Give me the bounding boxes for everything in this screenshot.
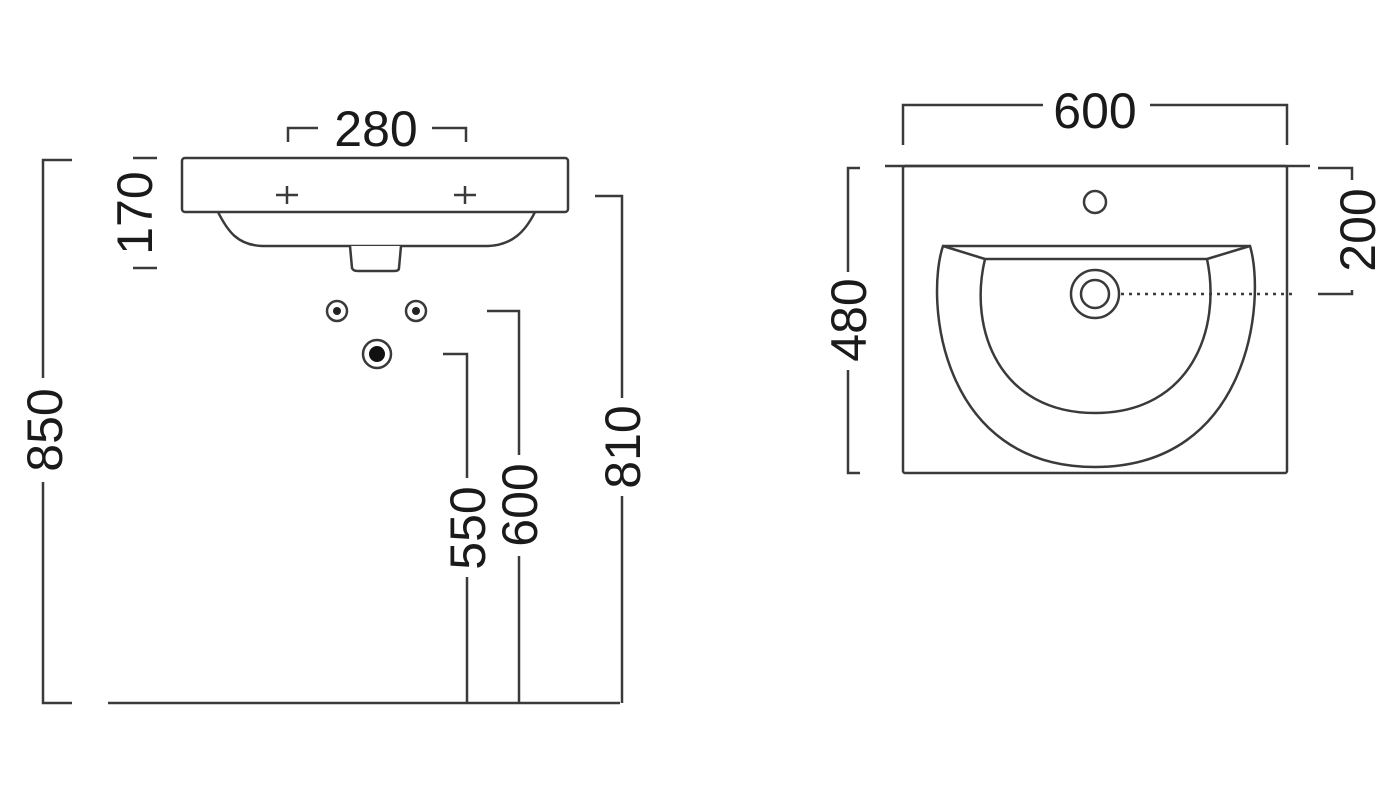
- front-view: 280 170 850 810 600 550: [17, 101, 651, 705]
- supply-valve-left-icon: [325, 299, 349, 323]
- dim-basin-height: 170: [107, 171, 163, 254]
- dim-supply-height: 600: [492, 463, 548, 546]
- dim-depth: 480: [821, 278, 877, 361]
- overflow-waste: [348, 245, 403, 273]
- dim-waste-height: 550: [440, 486, 496, 569]
- tap-hole-right-icon: [454, 186, 476, 204]
- inner-bowl: [979, 258, 1212, 415]
- basin-rim: [180, 156, 570, 214]
- dim-width: 600: [1053, 83, 1136, 139]
- tap-hole-left-icon: [276, 186, 298, 204]
- waste-outlet-icon: [361, 338, 393, 370]
- top-view: 600 480 200: [821, 83, 1386, 475]
- dim-total-height: 850: [17, 388, 73, 471]
- dim-rim-height: 810: [595, 405, 651, 488]
- dim-tap-spacing: 280: [334, 101, 417, 157]
- outer-bowl: [935, 244, 1257, 469]
- drain-icon: [1069, 268, 1121, 320]
- supply-valve-right-icon: [404, 299, 428, 323]
- tap-hole-icon: [1082, 189, 1108, 215]
- basin-bowl: [216, 211, 537, 248]
- dim-waste-offset: 200: [1330, 188, 1386, 271]
